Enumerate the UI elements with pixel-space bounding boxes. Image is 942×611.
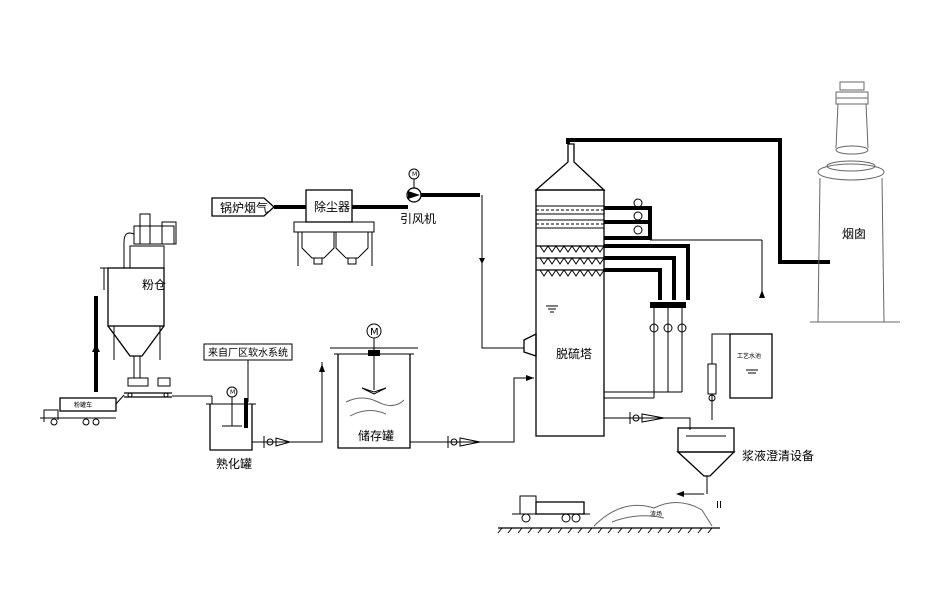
tanker-label: 粉罐车 bbox=[74, 401, 92, 409]
slag-truck bbox=[512, 495, 590, 523]
fan-motor-symbol: M bbox=[412, 171, 417, 178]
clean-flue-duct bbox=[566, 138, 830, 264]
slurry-clarifier: 浆液澄清设备 II bbox=[676, 427, 814, 511]
storage-motor-symbol: M bbox=[370, 327, 379, 338]
process-water-tank: 工艺水池 bbox=[707, 333, 773, 420]
slaking-to-storage-line bbox=[252, 362, 325, 448]
slag-pile: 渣场 bbox=[593, 502, 713, 527]
induced-draft-fan: M 引风机 bbox=[400, 168, 480, 226]
dust-collector: 除尘器 bbox=[293, 189, 408, 266]
dust-collector-label: 除尘器 bbox=[314, 199, 350, 214]
storage-to-tower-line bbox=[410, 375, 534, 448]
flue-to-tower-line bbox=[481, 195, 524, 349]
tower-label: 脱硫塔 bbox=[556, 346, 592, 361]
slag-pile-label: 渣场 bbox=[650, 510, 662, 518]
powder-silo-label: 粉仓 bbox=[142, 278, 166, 292]
slaking-tank-label: 熟化罐 bbox=[216, 456, 252, 471]
slurry-discharge-line bbox=[604, 412, 691, 430]
soft-water-label: 来自厂区软水系统 bbox=[208, 346, 288, 359]
storage-tank: M 储存罐 bbox=[330, 323, 418, 449]
desulfurization-tower: 脱硫塔 bbox=[523, 143, 606, 437]
boiler-flue-gas-inlet: 锅炉烟气 bbox=[211, 197, 306, 217]
slaking-motor-symbol: M bbox=[230, 389, 235, 396]
slaking-tank: M 熟化罐 bbox=[206, 386, 256, 471]
clarifier-label: 浆液澄清设备 bbox=[742, 448, 814, 463]
spray-circulation-piping bbox=[604, 198, 765, 399]
outlet-mark: II bbox=[716, 500, 722, 511]
soft-water-source: 来自厂区软水系统 bbox=[203, 343, 293, 402]
chimney-label: 烟囱 bbox=[842, 227, 866, 241]
powder-tanker-truck: 粉罐车 bbox=[40, 394, 125, 426]
chimney: 烟囱 bbox=[810, 81, 900, 323]
powder-silo: 粉仓 bbox=[100, 213, 177, 398]
storage-tank-label: 储存罐 bbox=[358, 428, 394, 443]
process-water-label: 工艺水池 bbox=[737, 352, 761, 360]
boiler-flue-gas-label: 锅炉烟气 bbox=[220, 200, 268, 215]
induced-fan-label: 引风机 bbox=[400, 212, 436, 226]
